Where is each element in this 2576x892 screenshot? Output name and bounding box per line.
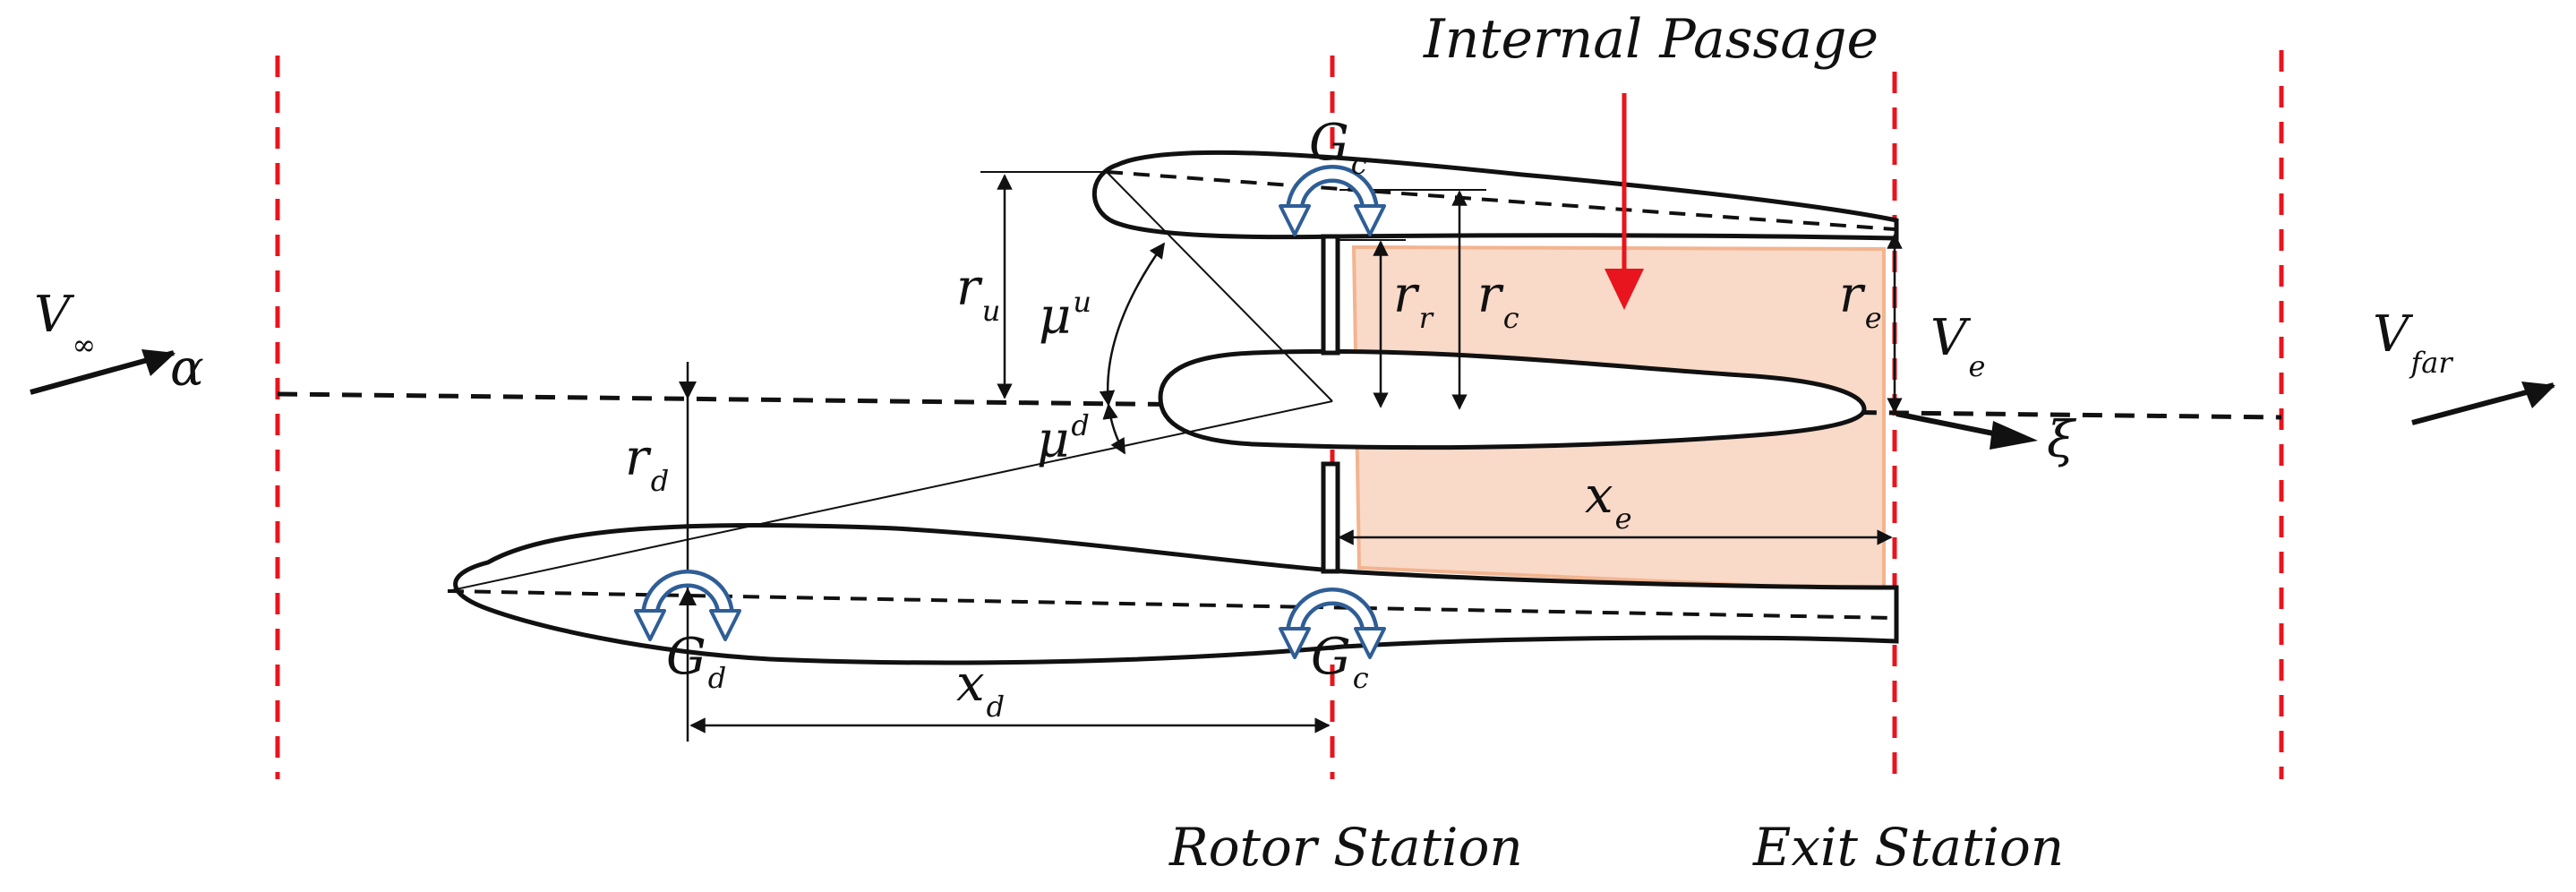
label-v-inf: V∞ (34, 286, 96, 362)
r-d-arrow-top (679, 382, 697, 399)
label-mu-u: μu (1039, 285, 1091, 346)
upper-leading-edge-ray (1106, 171, 1333, 402)
rotor-blade-lower (1321, 461, 1340, 574)
v-inf-arrow-head (141, 349, 175, 376)
label-r-u: ru (956, 259, 1000, 328)
mu-d-angle-arc (1102, 403, 1126, 455)
upper-chord-line (1106, 170, 1896, 231)
label-r-d: rd (625, 429, 669, 498)
mu-u-angle-arc (1099, 242, 1166, 407)
label-g-d: Gd (666, 628, 726, 695)
label-v-e: Ve (1930, 309, 1985, 383)
lower-leading-edge-ray (447, 400, 1333, 592)
exit-station-label: Exit Station (1752, 817, 2064, 878)
rotor-blade-upper (1321, 234, 1340, 356)
r-d-arrow-bottom (679, 588, 697, 605)
upper-duct-airfoil (1091, 150, 1899, 241)
label-g-c-top: Gc (1309, 114, 1367, 181)
label-r-e: re (1839, 266, 1882, 335)
label-alpha: α (170, 339, 204, 398)
lower-duct-airfoil (453, 522, 1899, 665)
label-r-r: rr (1393, 266, 1434, 335)
xi-arrow-head (1990, 421, 2038, 450)
label-mu-d: μd (1037, 408, 1090, 469)
label-g-c-bottom: Gc (1311, 628, 1369, 695)
label-x-d: xd (956, 655, 1005, 724)
label-r-c: rc (1477, 266, 1519, 335)
label-v-far: Vfar (2373, 305, 2453, 380)
center-body (1158, 348, 1867, 450)
label-x-e: xe (1585, 467, 1632, 536)
label-xi: ξ (2047, 411, 2077, 469)
v-far-arrow-head (2521, 382, 2555, 408)
internal-passage-pointer-head (1605, 269, 1644, 310)
rotor-station-label: Rotor Station (1168, 817, 1523, 878)
internal-passage-title: Internal Passage (1423, 8, 1879, 71)
